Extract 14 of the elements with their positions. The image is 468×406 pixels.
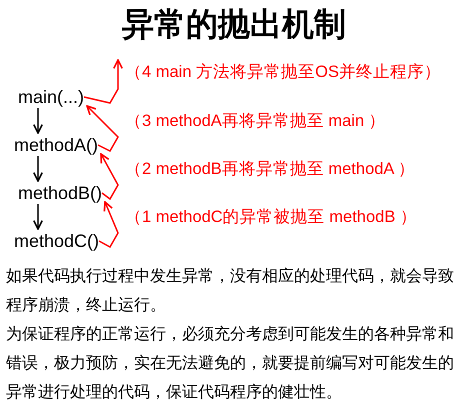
throw-arrow xyxy=(98,201,119,248)
title: 异常的抛出机制 xyxy=(121,5,347,44)
paragraph: 如果代码执行过程中发生异常，没有相应的处理代码，就会导致程序崩溃，终止运行。 xyxy=(6,266,455,316)
method-call-text: methodB() xyxy=(18,182,102,204)
throw-arrow xyxy=(84,59,124,104)
method-call-text: methodA() xyxy=(14,134,98,156)
method-call-text: main(...) xyxy=(18,86,84,108)
paragraph: 为保证程序的正常运行，必须充分考虑到可能发生的各种异常和错误，极力预防，实在无法避免的，就要提前编写对可能发生的异常进行处理的代码，保证代码程序的健壮性。 xyxy=(6,324,455,403)
throw-arrow xyxy=(100,153,119,200)
call-arrow xyxy=(32,108,44,134)
method-call-text: methodC() xyxy=(14,230,100,252)
throw-arrow xyxy=(86,105,119,152)
call-arrow xyxy=(32,204,44,230)
call-arrow xyxy=(32,156,44,182)
